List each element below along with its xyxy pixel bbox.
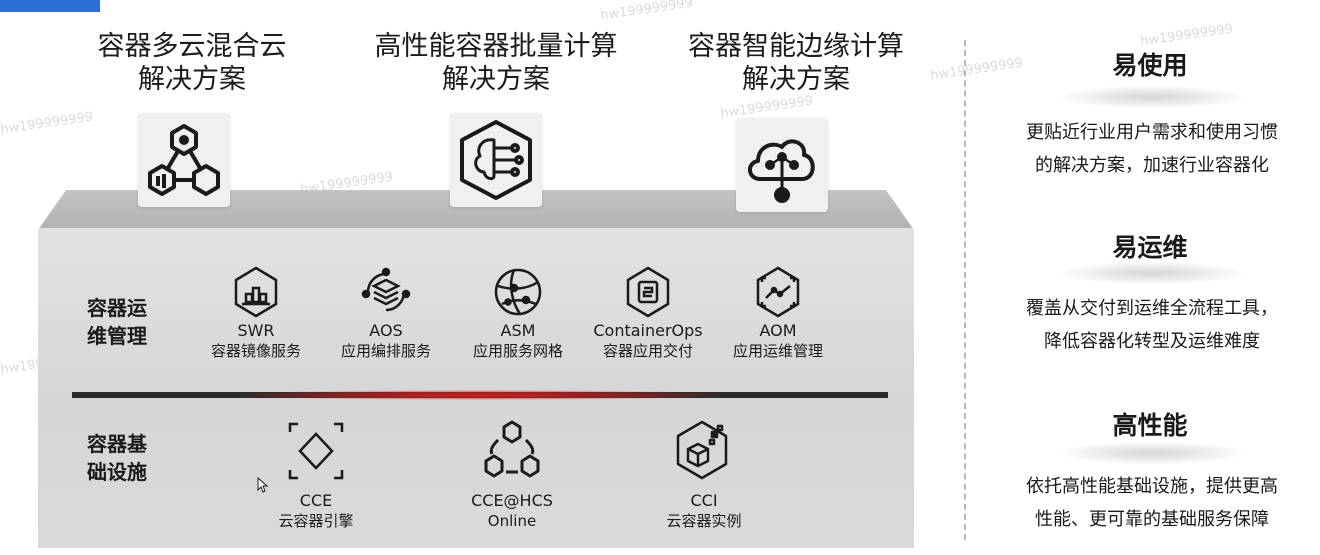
container-engine-icon	[284, 418, 348, 484]
solution-title-line: 容器多云混合云	[97, 31, 287, 62]
feature-desc-line: 性能、更可靠的基础服务保障	[1035, 509, 1269, 530]
solution-title-line: 解决方案	[138, 64, 246, 95]
feature-desc-line: 降低容器化转型及运维难度	[1044, 331, 1260, 352]
edge-cloud-icon	[736, 118, 828, 212]
service-asm[interactable]: ASM 应用服务网格	[448, 264, 588, 362]
solution-title-line: 高性能容器批量计算	[374, 31, 618, 62]
layer-label-line: 础设施	[87, 460, 147, 484]
service-aos[interactable]: AOS 应用编排服务	[316, 264, 456, 362]
solution-title-line: 容器智能边缘计算	[688, 31, 904, 62]
solution-title-line: 解决方案	[742, 64, 850, 95]
service-name: CCE@HCS	[471, 491, 553, 510]
feature-desc-ease-of-ops: 覆盖从交付到运维全流程工具， 降低容器化转型及运维难度	[1002, 292, 1302, 358]
platform-box-top	[38, 190, 914, 230]
feature-desc-line: 依托高性能基础设施，提供更高	[1026, 476, 1278, 497]
feature-desc-line: 覆盖从交付到运维全流程工具，	[1026, 298, 1278, 319]
layer-label-infra: 容器基 础设施	[72, 430, 162, 486]
platform-box	[38, 228, 914, 548]
feature-desc-line: 更贴近行业用户需求和使用习惯	[1026, 122, 1278, 143]
feature-desc-line: 的解决方案，加速行业容器化	[1035, 155, 1269, 176]
service-desc: 云容器实例	[666, 512, 742, 530]
orchestration-icon	[358, 264, 414, 320]
ai-brain-icon	[450, 113, 542, 207]
mouse-cursor-icon	[257, 477, 269, 493]
service-name: ContainerOps	[593, 321, 703, 340]
feature-title-ease-of-use: 易使用	[1112, 51, 1188, 80]
service-desc: Online	[487, 512, 537, 530]
layer-label-ops: 容器运 维管理	[72, 294, 162, 350]
feature-desc-ease-of-use: 更贴近行业用户需求和使用习惯 的解决方案，加速行业容器化	[1002, 116, 1302, 182]
feature-title-shadow	[1062, 262, 1242, 284]
divider-highlight	[240, 390, 720, 400]
feature-title-shadow	[1062, 86, 1242, 108]
feature-title-ease-of-ops: 易运维	[1112, 233, 1188, 262]
service-desc: 应用编排服务	[340, 342, 431, 360]
layer-label-line: 维管理	[87, 324, 147, 348]
service-name: AOM	[759, 321, 797, 340]
service-name: CCE	[299, 491, 333, 510]
container-instance-icon	[672, 418, 736, 484]
solution-title-line: 解决方案	[442, 64, 550, 95]
service-name: CCI	[690, 491, 718, 510]
watermark: hw199999999	[599, 0, 694, 24]
service-name: SWR	[237, 321, 275, 340]
hex-cluster-icon	[480, 418, 544, 484]
watermark: hw199999999	[0, 109, 94, 138]
pipeline-icon	[620, 264, 676, 320]
solution-title-batch-compute: 高性能容器批量计算 解决方案	[346, 30, 646, 96]
monitoring-icon	[750, 264, 806, 320]
service-desc: 应用服务网格	[472, 342, 563, 360]
service-name: ASM	[500, 321, 536, 340]
service-desc: 容器应用交付	[602, 342, 693, 360]
feature-desc-high-performance: 依托高性能基础设施，提供更高 性能、更可靠的基础服务保障	[1002, 470, 1302, 536]
service-swr[interactable]: SWR 容器镜像服务	[186, 264, 326, 362]
hexagon-network-icon	[138, 113, 230, 207]
service-mesh-icon	[490, 264, 546, 320]
service-desc: 应用运维管理	[732, 342, 823, 360]
feature-title-high-performance: 高性能	[1112, 411, 1188, 440]
solution-title-hybrid-cloud: 容器多云混合云 解决方案	[42, 30, 342, 96]
image-repository-icon	[228, 264, 284, 320]
service-cce-hcs[interactable]: CCE@HCS Online	[442, 418, 582, 532]
service-name: AOS	[369, 321, 403, 340]
service-aom[interactable]: AOM 应用运维管理	[708, 264, 848, 362]
vertical-separator	[964, 40, 966, 540]
service-desc: 容器镜像服务	[210, 342, 301, 360]
layer-label-line: 容器基	[87, 432, 147, 456]
service-containerops[interactable]: ContainerOps 容器应用交付	[578, 264, 718, 362]
feature-title-shadow	[1062, 442, 1242, 464]
top-left-accent-bar	[0, 0, 100, 12]
service-cci[interactable]: CCI 云容器实例	[634, 418, 774, 532]
service-desc: 云容器引擎	[278, 512, 354, 530]
layer-label-line: 容器运	[87, 296, 147, 320]
solution-title-edge-compute: 容器智能边缘计算 解决方案	[646, 30, 946, 96]
service-cce[interactable]: CCE 云容器引擎	[246, 418, 386, 532]
